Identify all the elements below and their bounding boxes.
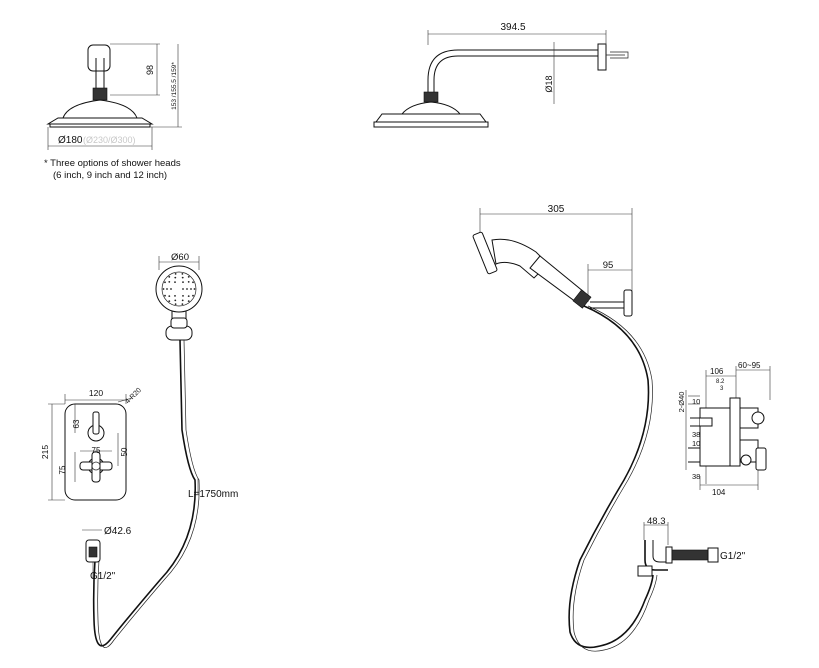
dim-head-dia: Ø180 (58, 135, 83, 146)
nozzle-dot (186, 288, 188, 290)
dim-handle-width: 75 (92, 446, 101, 455)
dim-valve-total: 104 (712, 488, 726, 497)
nozzle-dot (170, 288, 172, 290)
dim-valve-b: 3 (720, 386, 724, 392)
nozzle-dot (182, 288, 184, 290)
handset-side-view (472, 208, 658, 652)
nozzle-dot (164, 294, 166, 297)
nozzle-dot (181, 273, 184, 275)
nozzle-dot (174, 295, 176, 297)
nozzle-dot (174, 276, 177, 279)
nozzle-dot (174, 273, 177, 275)
nozzle-dot (181, 299, 184, 302)
nozzle-dot (162, 288, 165, 290)
wall-outlet-side-view (637, 522, 719, 577)
dim-thread-right: G1/2" (720, 551, 746, 562)
dim-handle-offset-top: 63 (72, 419, 81, 428)
dim-arm-dia: Ø18 (544, 75, 554, 92)
dim-outlet-dia: Ø42.6 (104, 526, 132, 537)
dim-thread-left: G1/2" (90, 571, 116, 582)
nozzle-dot (181, 276, 184, 279)
dim-corner-radius: 4-R20 (124, 387, 143, 406)
dim-outlet-offset: 48.3 (647, 516, 666, 527)
nozzle-dot (168, 276, 171, 278)
shower-head-options-note: * Three options of shower heads (6 inch,… (44, 158, 181, 182)
dim-head-dia-options: (Ø230/Ø300) (83, 135, 136, 145)
nozzle-dot (168, 300, 171, 302)
shower-head-side-view (373, 30, 629, 128)
dim-handle-span: 50 (120, 447, 129, 456)
nozzle-dot (174, 281, 176, 283)
dim-plate-width: 120 (89, 388, 103, 398)
nozzle-dot (190, 288, 192, 290)
nozzle-dot (192, 294, 194, 297)
dim-pipe-dia: 2-Ø40 (677, 392, 686, 413)
dim-bracket-reach: 95 (603, 260, 614, 271)
dim-arm-length: 394.5 (500, 22, 525, 33)
wall-outlet-front-view (82, 529, 102, 578)
nozzle-dot (187, 295, 190, 297)
dim-handset-dia: Ø60 (171, 252, 189, 263)
nozzle-dot (168, 295, 171, 297)
nozzle-dot (187, 276, 190, 278)
note-line-1: * Three options of shower heads (44, 158, 181, 169)
dim-plate-height: 215 (40, 445, 50, 459)
dim-valve-adjust: 60~95 (738, 361, 761, 370)
note-line-2: (6 inch, 9 inch and 12 inch) (53, 170, 168, 181)
dim-valve-c: 10 (692, 397, 700, 406)
valve-plate-front-view (48, 394, 133, 501)
nozzle-dot (187, 300, 190, 302)
dim-hose-length: L=1750mm (188, 489, 238, 500)
dim-valve-d: 38 (692, 430, 700, 439)
nozzle-dot (181, 303, 184, 305)
dim-handset-reach: 305 (548, 204, 565, 215)
nozzle-dot (174, 303, 177, 305)
nozzle-dot (187, 281, 190, 283)
shower-head-front-view (46, 43, 182, 150)
dim-valve-e: 10 (692, 439, 700, 448)
dim-arm-drop: 98 (145, 65, 155, 75)
dim-valve-a: 8.2 (716, 379, 725, 385)
nozzle-dot (192, 281, 194, 284)
nozzle-dot (166, 288, 168, 290)
valve-side-section (685, 366, 771, 490)
nozzle-dot (182, 295, 184, 297)
nozzle-dot (164, 281, 166, 284)
nozzle-dot (193, 288, 196, 290)
nozzle-dot (182, 281, 184, 283)
nozzle-dot (168, 281, 171, 283)
dim-handle-offset-bottom: 75 (58, 465, 67, 474)
dim-valve-depth: 106 (710, 367, 724, 376)
handset-front-view (92, 256, 203, 648)
nozzle-dot (174, 299, 177, 302)
dim-valve-f: 38 (692, 472, 700, 481)
dim-height-options: 153 /155.5 /159* (171, 62, 178, 110)
